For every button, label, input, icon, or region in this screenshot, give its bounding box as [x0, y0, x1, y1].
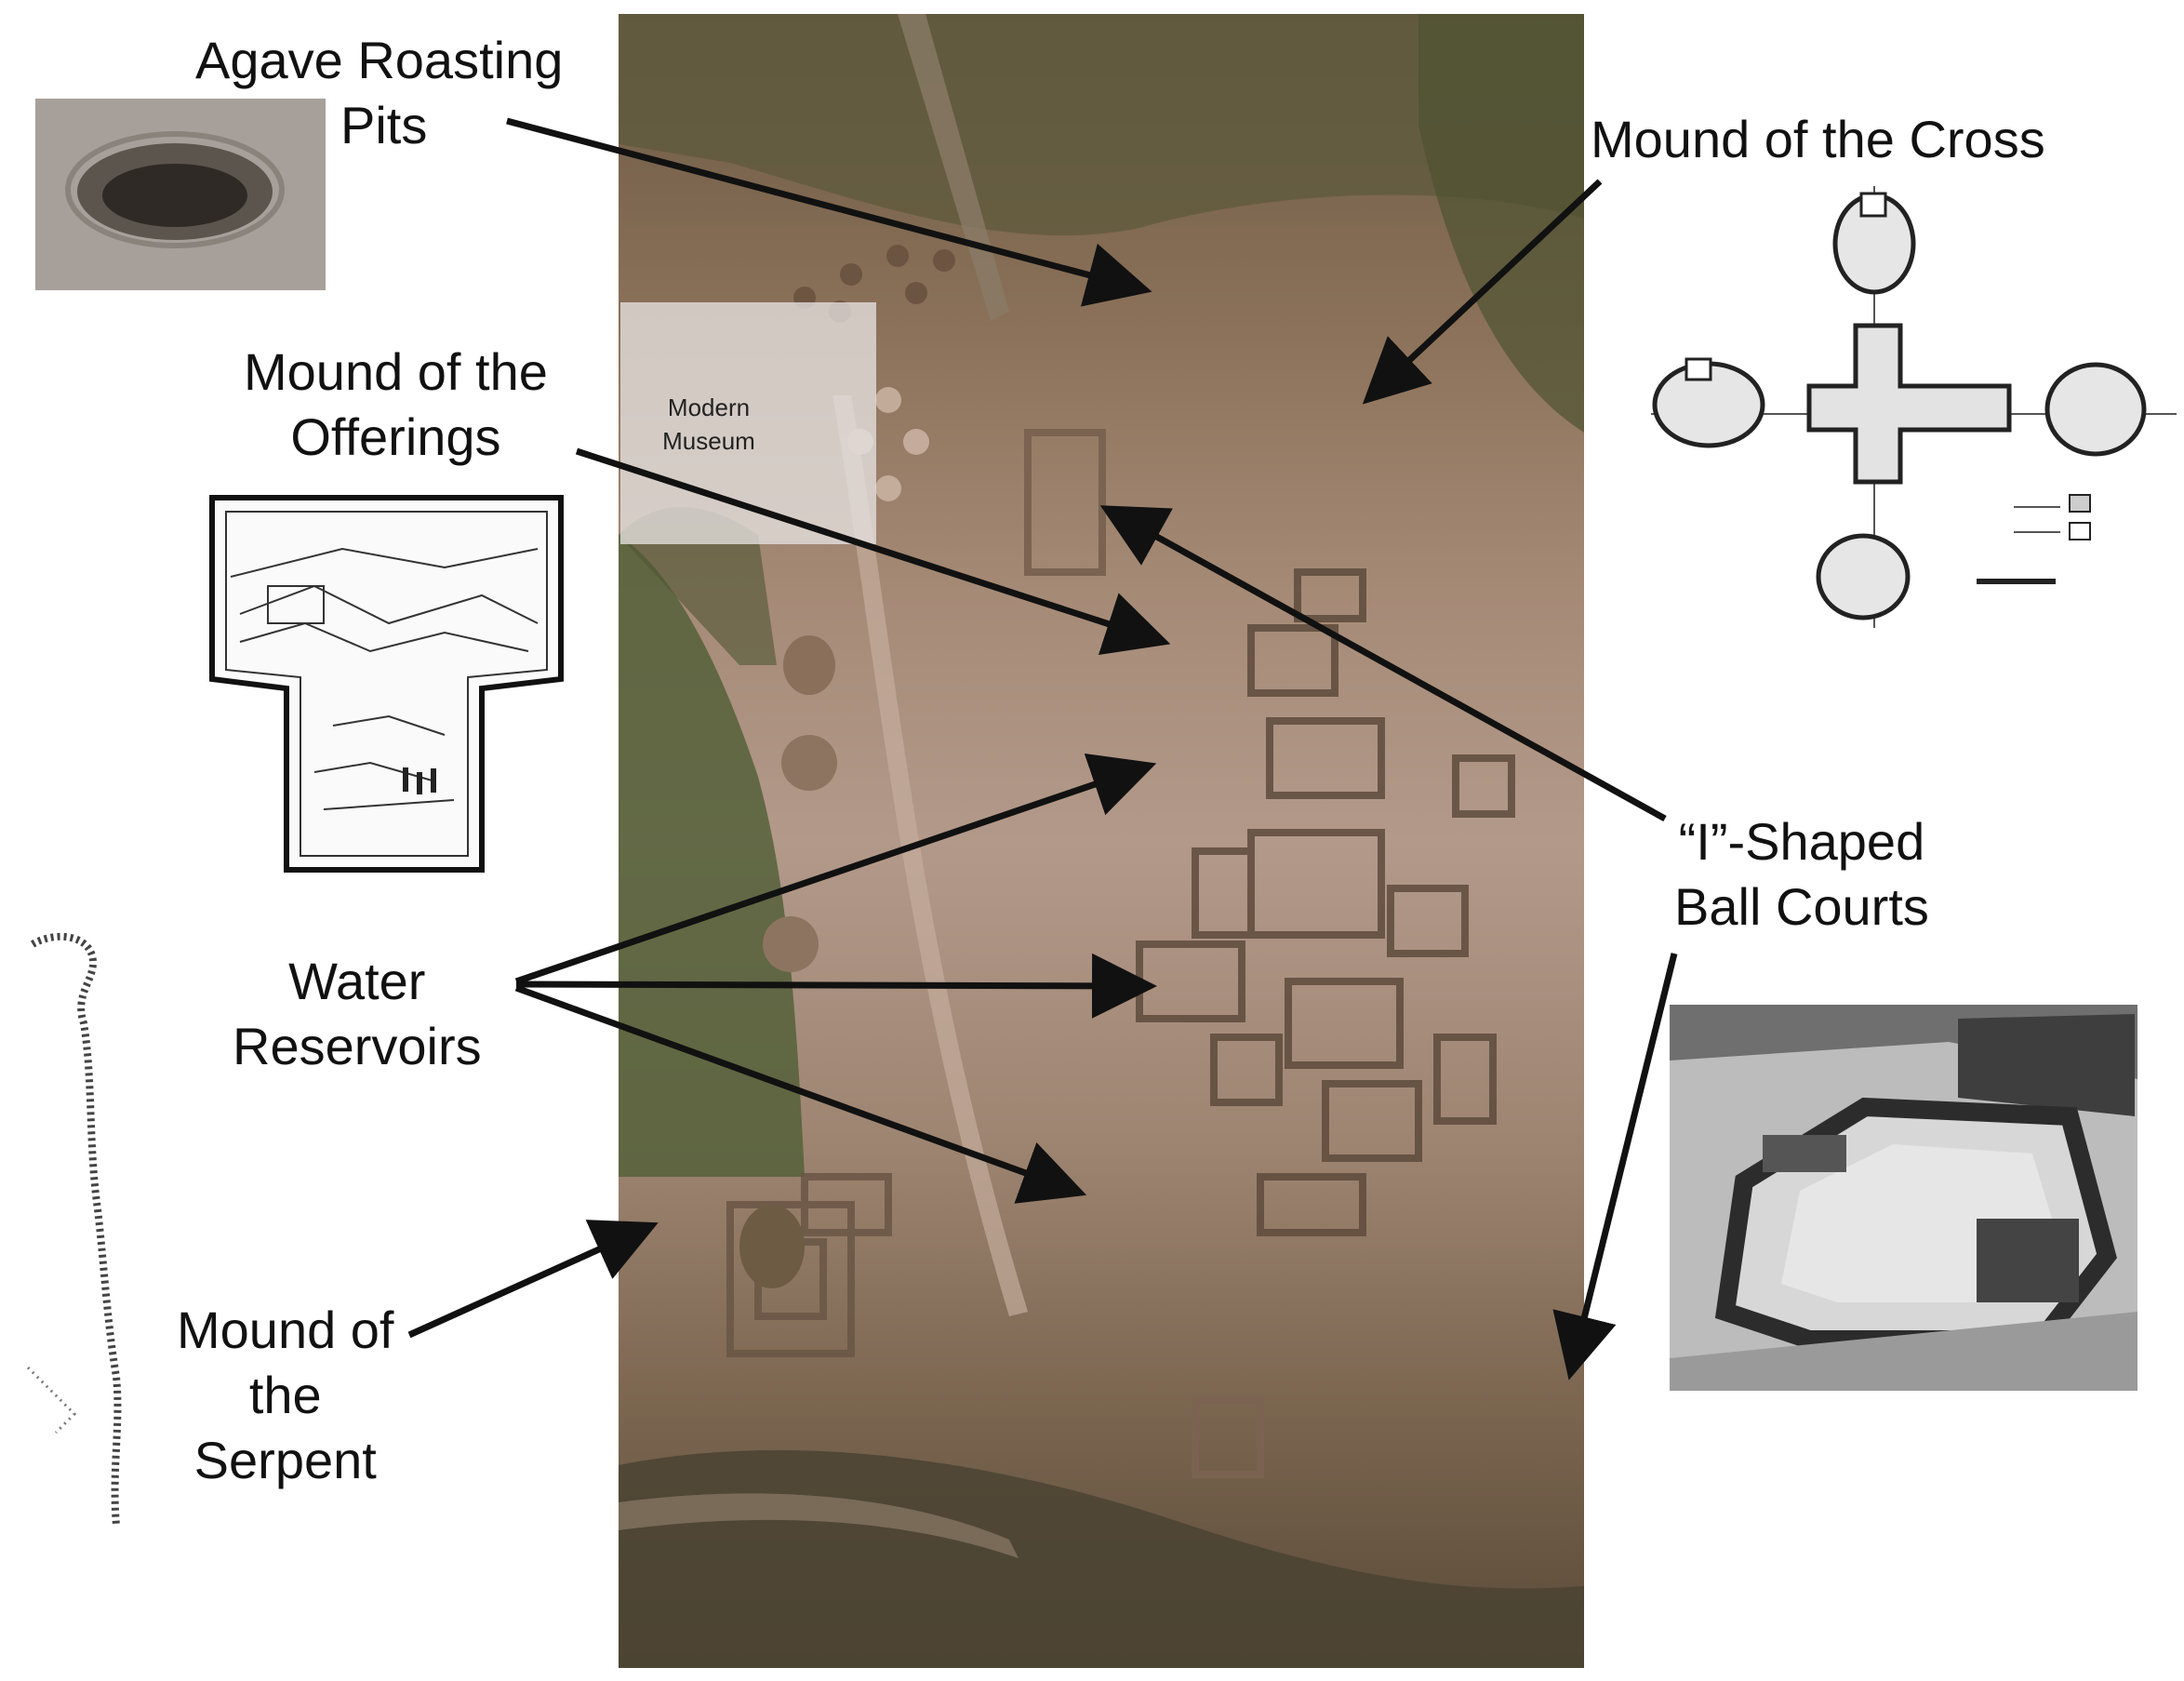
arrow-water-1 — [514, 753, 1157, 985]
label-i-shaped-ball-courts: “I”-Shaped Ball Courts — [1674, 809, 1929, 940]
arrow-water-3 — [514, 984, 1087, 1204]
arrow-ballcourt-bottom — [1552, 953, 1678, 1381]
cross-mound-plan — [1651, 186, 2177, 628]
label-agave-line2: Pits — [340, 96, 428, 154]
label-mound-of-the-offerings: Mound of the Offerings — [244, 340, 548, 470]
arrow-offerings — [575, 447, 1171, 655]
label-water-line2: Reservoirs — [233, 1017, 482, 1075]
offerings-mound-graphic — [209, 495, 564, 873]
cross-mound-graphic — [1651, 186, 2177, 628]
label-ballcourts-line1: “I”-Shaped — [1678, 812, 1925, 871]
museum-label-line1: Modern — [667, 394, 751, 421]
arrow-cross — [1362, 179, 1603, 405]
label-cross-line1: Mound of the Cross — [1591, 110, 2045, 168]
agave-pit-photo — [35, 99, 326, 290]
museum-label: Modern Museum — [620, 391, 797, 458]
aerial-terrain — [619, 14, 1584, 1668]
arrow-serpent — [407, 1220, 659, 1339]
ballcourt-graphic — [1670, 1005, 2137, 1391]
arrow-agave — [506, 117, 1152, 307]
label-mound-of-the-serpent: Mound of the Serpent — [177, 1298, 394, 1493]
label-water-line1: Water — [288, 952, 426, 1010]
label-mound-of-the-cross: Mound of the Cross — [1591, 107, 2045, 172]
arrow-ballcourt-top — [1099, 505, 1667, 822]
label-serpent-line1: Mound of — [177, 1301, 394, 1359]
label-agave-line1: Agave Roasting — [195, 31, 564, 89]
offerings-mound-sketch — [203, 493, 570, 879]
label-offerings-line2: Offerings — [290, 407, 501, 466]
serpent-mound-outline — [19, 930, 149, 1535]
label-water-reservoirs: Water Reservoirs — [233, 949, 482, 1079]
museum-label-line2: Museum — [662, 427, 755, 455]
label-ballcourts-line2: Ball Courts — [1674, 877, 1929, 936]
label-serpent-line2: the — [248, 1366, 322, 1424]
serpent-mound-graphic — [26, 932, 122, 1527]
ballcourt-photo — [1670, 1005, 2137, 1391]
agave-pit-graphic — [35, 99, 326, 290]
arrow-water-2 — [515, 953, 1157, 1019]
label-serpent-line3: Serpent — [193, 1431, 377, 1489]
label-agave-roasting-pits: Agave Roasting Pits — [195, 28, 563, 158]
label-offerings-line1: Mound of the — [244, 342, 548, 401]
